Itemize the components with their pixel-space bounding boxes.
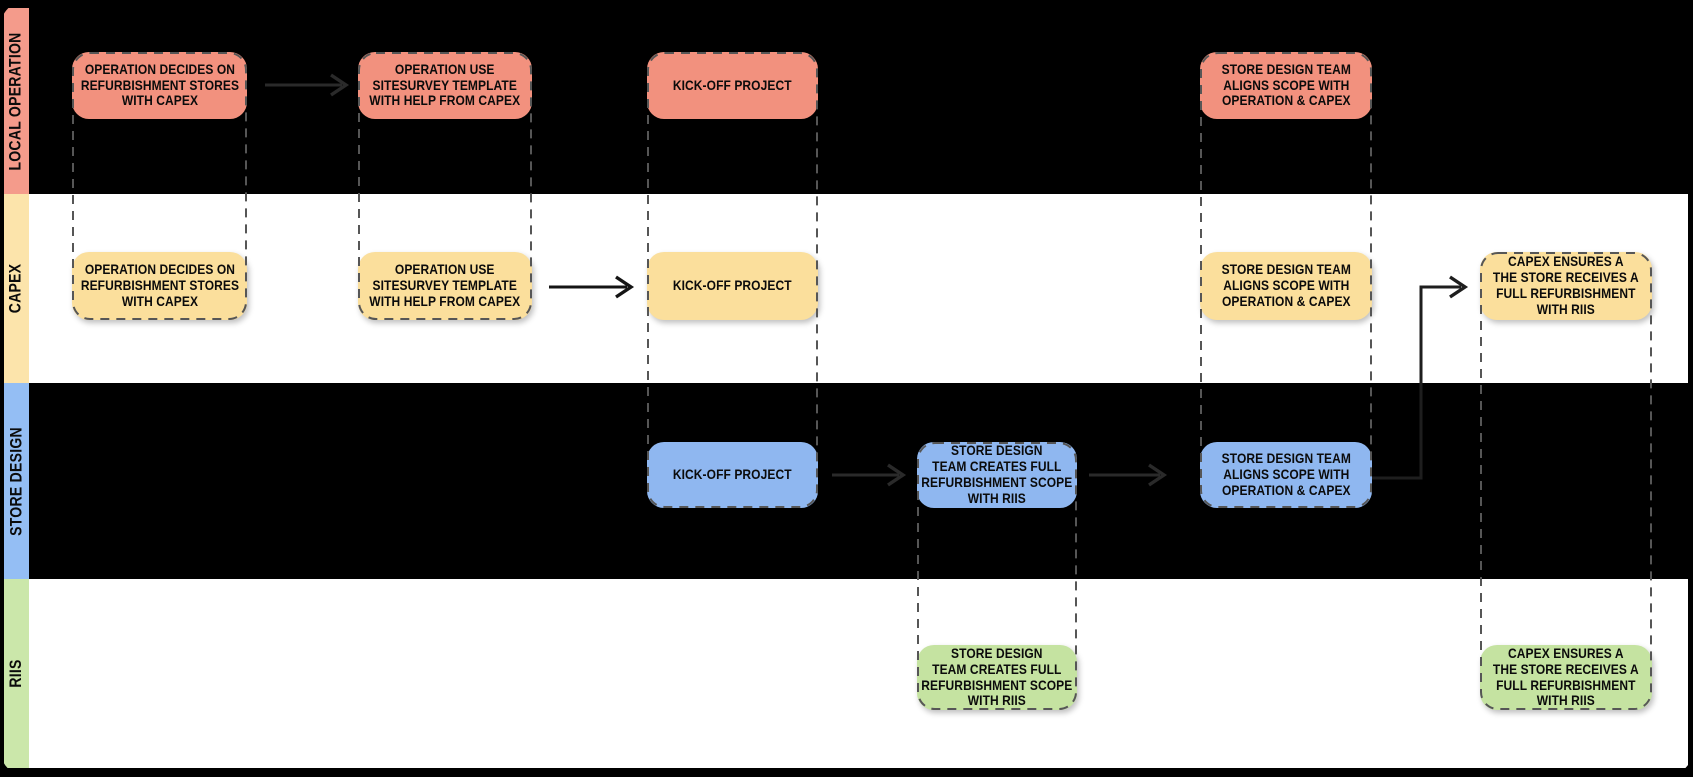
- process-box-text: STORE DESIGN: [951, 645, 1043, 661]
- process-box-text: OPERATION USE: [395, 61, 495, 77]
- lane-strip-riis: RIIS: [4, 579, 29, 768]
- process-box-text: WITH HELP FROM CAPEX: [369, 93, 521, 109]
- lane-label-capex: CAPEX: [7, 263, 26, 314]
- process-box-text: CAPEX ENSURES A: [1508, 645, 1624, 661]
- process-box-text: KICK-OFF PROJECT: [673, 77, 792, 93]
- process-box-text: ALIGNS SCOPE WITH: [1222, 278, 1350, 294]
- lane-store-design: STORE DESIGN: [4, 383, 1688, 579]
- process-box-text: THE STORE RECEIVES A: [1493, 270, 1639, 286]
- process-box-text: STORE DESIGN: [951, 443, 1043, 459]
- lane-strip-capex: CAPEX: [4, 194, 29, 383]
- process-box-text: WITH RIIS: [1536, 693, 1596, 709]
- process-box-text: TEAM CREATES FULL: [932, 661, 1062, 677]
- process-box-text: REFURBISHMENT SCOPE: [921, 677, 1073, 693]
- process-box-text: REFURBISHMENT SCOPE: [921, 475, 1073, 490]
- process-box-text: SITESURVEY TEMPLATE: [372, 77, 518, 93]
- process-box-kickoff-capex: KICK-OFF PROJECT: [647, 252, 818, 320]
- process-box-text: ALIGNS SCOPE WITH: [1222, 77, 1350, 93]
- process-box-text: WITH RIIS: [1536, 301, 1596, 317]
- process-box-text: OPERATION & CAPEX: [1221, 293, 1351, 309]
- process-box-text: OPERATION USE: [395, 262, 495, 278]
- process-box-text: KICK-OFF PROJECT: [673, 467, 792, 483]
- process-box-text: STORE DESIGN TEAM: [1221, 451, 1351, 467]
- lane-body-capex: [29, 194, 1688, 383]
- lane-body-local-operation: [29, 8, 1688, 194]
- process-box-text: REFURBISHMENT STORES: [80, 278, 239, 294]
- process-box-text: OPERATION & CAPEX: [1221, 93, 1351, 109]
- process-box-text: FULL REFURBISHMENT: [1496, 286, 1636, 301]
- process-box-text: OPERATION DECIDES ON: [84, 262, 235, 278]
- lane-capex: CAPEX: [4, 194, 1688, 383]
- process-box-text: WITH CAPEX: [121, 93, 198, 109]
- process-box-text: SITESURVEY TEMPLATE: [372, 278, 518, 294]
- lane-label-riis: RIIS: [7, 659, 26, 688]
- process-box-text: WITH HELP FROM CAPEX: [369, 293, 521, 309]
- process-box-text: WITH RIIS: [967, 490, 1027, 506]
- process-box-text: STORE DESIGN TEAM: [1221, 61, 1351, 77]
- process-box-text: ALIGNS SCOPE WITH: [1222, 467, 1350, 483]
- process-box-text: KICK-OFF PROJECT: [673, 278, 792, 294]
- process-box-text: WITH RIIS: [967, 693, 1027, 709]
- process-box-text: FULL REFURBISHMENT: [1496, 677, 1636, 693]
- process-box-kickoff-local: KICK-OFF PROJECT: [647, 52, 818, 119]
- lane-body-riis: [29, 579, 1688, 768]
- lane-label-store-design: STORE DESIGN: [7, 426, 25, 536]
- process-box-text: CAPEX ENSURES A: [1508, 254, 1624, 270]
- lane-strip-local-operation: LOCAL OPERATION: [4, 8, 29, 194]
- process-box-text: TEAM CREATES FULL: [932, 459, 1062, 475]
- process-box-text: STORE DESIGN TEAM: [1221, 262, 1351, 278]
- lane-body-store-design: [29, 383, 1688, 579]
- process-box-text: OPERATION & CAPEX: [1221, 482, 1351, 498]
- process-box-text: WITH CAPEX: [121, 293, 198, 309]
- lane-riis: RIIS: [4, 579, 1688, 768]
- process-box-text: THE STORE RECEIVES A: [1493, 661, 1639, 677]
- lane-local-operation: LOCAL OPERATION: [4, 8, 1688, 194]
- process-box-kickoff-sd: KICK-OFF PROJECT: [647, 442, 818, 508]
- process-box-text: OPERATION DECIDES ON: [84, 61, 235, 77]
- lane-strip-store-design: STORE DESIGN: [4, 383, 29, 579]
- process-box-text: REFURBISHMENT STORES: [80, 77, 239, 93]
- lane-label-local-operation: LOCAL OPERATION: [7, 31, 26, 171]
